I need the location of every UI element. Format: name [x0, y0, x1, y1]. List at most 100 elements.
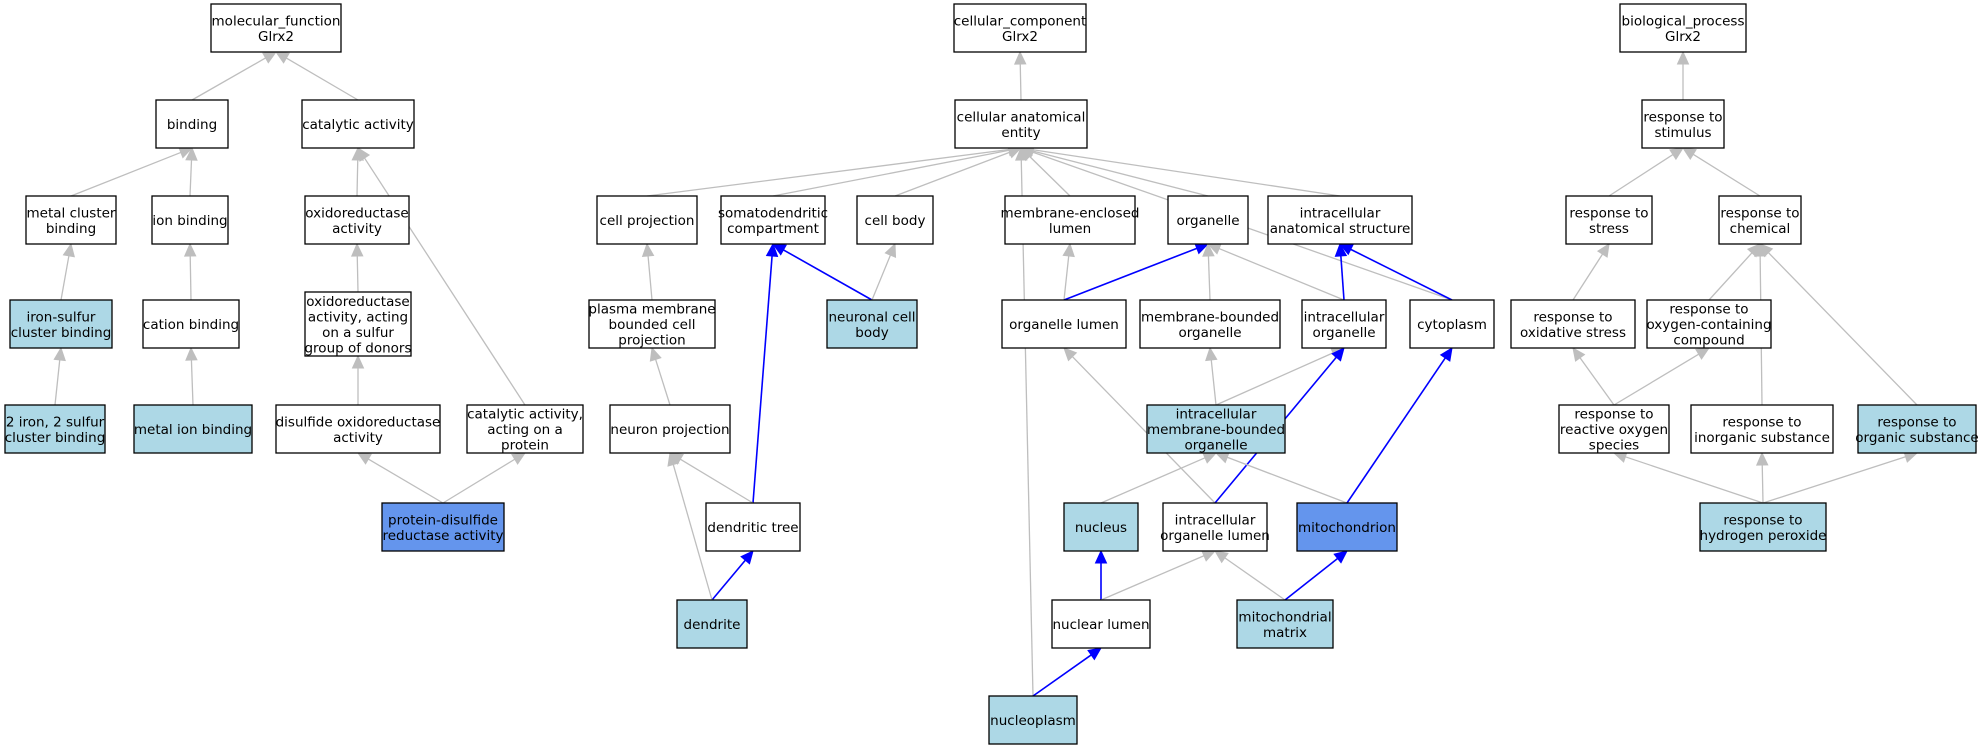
node-neuronproj[interactable]: neuron projection — [609, 404, 731, 454]
node-box — [1004, 195, 1136, 245]
node-metalion[interactable]: metal ion binding — [133, 404, 253, 454]
node-label: cellular anatomical — [957, 109, 1086, 125]
node-box — [1409, 299, 1495, 349]
edge-rstress-to-rstim — [1608, 147, 1685, 197]
node-label: intracellular — [1176, 407, 1257, 423]
node-label: bounded cell — [609, 317, 696, 333]
node-label: activity — [332, 221, 382, 237]
node-binding[interactable]: binding — [155, 99, 229, 149]
node-box — [1063, 502, 1139, 552]
node-dendtree[interactable]: dendritic tree — [705, 502, 801, 552]
node-label: nucleoplasm — [990, 713, 1076, 729]
node-label: cation binding — [143, 317, 239, 333]
edge-cation-to-ionbinding — [183, 242, 197, 301]
node-nuclumen[interactable]: nuclear lumen — [1051, 599, 1151, 649]
node-box — [1646, 299, 1772, 349]
edge-orglumen-to-mel — [1062, 242, 1075, 301]
node-label: oxidoreductase — [306, 294, 409, 310]
node-label: metal ion binding — [134, 422, 252, 438]
edge-cae-to-cc — [1013, 50, 1027, 101]
node-box — [155, 99, 229, 149]
node-label: on a sulfur — [322, 325, 394, 341]
node-mito[interactable]: mitochondrion — [1296, 502, 1398, 552]
node-box — [988, 695, 1078, 745]
node-label: 2 iron, 2 sulfur — [6, 414, 105, 430]
node-box — [304, 291, 412, 357]
node-label: projection — [618, 333, 685, 349]
node-box — [1301, 299, 1387, 349]
node-label: intracellular — [1304, 309, 1385, 325]
node-organelle[interactable]: organelle — [1167, 195, 1249, 245]
node-label: mitochondrion — [1298, 520, 1396, 536]
node-label: stimulus — [1654, 125, 1711, 141]
node-nucleoplasm[interactable]: nucleoplasm — [988, 695, 1078, 745]
node-cytoplasm[interactable]: cytoplasm — [1409, 299, 1495, 349]
node-cellproj[interactable]: cell projection — [596, 195, 698, 245]
node-box — [953, 3, 1087, 53]
node-dendrite[interactable]: dendrite — [676, 599, 748, 649]
node-box — [1558, 404, 1670, 454]
node-catalytic[interactable]: catalytic activity — [301, 99, 415, 149]
edge-organelle-to-cae — [1019, 145, 1209, 197]
node-label: dendrite — [684, 617, 741, 633]
edge-mito-to-cytoplasm — [1346, 347, 1453, 504]
node-box — [4, 404, 106, 454]
edge-disulfide-to-oxsulfur — [351, 354, 365, 405]
node-label: response to — [1669, 302, 1748, 318]
node-cation[interactable]: cation binding — [142, 299, 240, 349]
node-box — [1296, 502, 1398, 552]
node-label: intracellular — [1175, 512, 1256, 528]
node-label: organic substance — [1855, 430, 1978, 446]
node-label: response to — [1722, 414, 1801, 430]
node-nucleus[interactable]: nucleus — [1063, 502, 1139, 552]
edge-dendrite-to-dendtree — [711, 550, 754, 601]
edge-oxsulfur-to-oxidoreductase — [350, 242, 364, 293]
node-label: intracellular — [1300, 205, 1381, 221]
node-box — [609, 404, 731, 454]
node-orglumen[interactable]: organelle lumen — [1001, 299, 1127, 349]
node-ionbinding[interactable]: ion binding — [151, 195, 229, 245]
edge-rh2o2-to-rorg — [1762, 450, 1919, 504]
edge-nucleoplasm-to-nuclumen — [1032, 647, 1102, 697]
node-label: cluster binding — [11, 325, 112, 341]
node-label: cluster binding — [5, 430, 106, 446]
node-cellbody[interactable]: cell body — [856, 195, 934, 245]
node-label: nuclear lumen — [1052, 617, 1149, 633]
edge-nuclumen-to-iol — [1100, 550, 1217, 601]
node-label: group of donors — [304, 340, 411, 356]
node-label: plasma membrane — [588, 302, 715, 318]
edge-fe2s2-to-ironsulfur — [53, 346, 66, 406]
node-label: response to — [1569, 205, 1648, 221]
